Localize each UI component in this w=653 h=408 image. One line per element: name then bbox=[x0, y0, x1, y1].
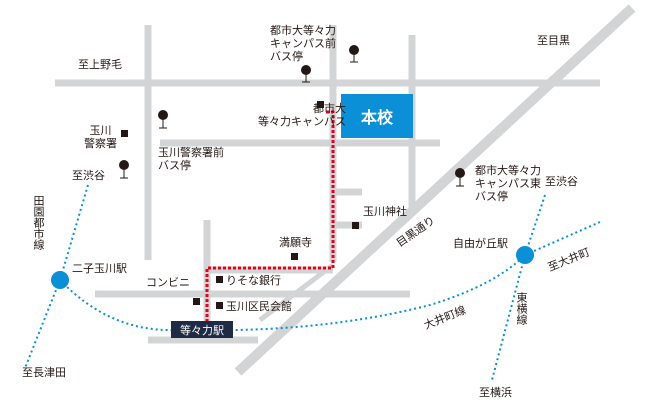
bank-square-icon bbox=[216, 276, 223, 283]
hall-square-icon bbox=[216, 302, 223, 309]
landmark-shrine-label: 玉川神社 bbox=[363, 205, 407, 218]
direction-shibuya-right: 至渋谷 bbox=[545, 175, 578, 188]
landmark-temple-label: 満願寺 bbox=[279, 236, 312, 249]
temple-square-icon bbox=[291, 253, 298, 260]
rail-oimachi bbox=[59, 254, 526, 332]
rail-jiyugaoka-east bbox=[524, 221, 601, 256]
school-marker: 本校 bbox=[341, 94, 413, 138]
line-denentoshi-label: 田園都市線 bbox=[32, 195, 45, 250]
road-meguro-dori bbox=[234, 4, 636, 376]
convenience-square-icon bbox=[193, 298, 200, 305]
bus-stop-campus-front-label: 都市大等々力 キャンパス前 バス停 bbox=[270, 24, 336, 63]
bus-stop-police-label: 玉川警察署前 バス停 bbox=[158, 146, 224, 172]
direction-nagatsuta: 至長津田 bbox=[22, 366, 66, 379]
campus-square-icon bbox=[317, 101, 324, 108]
police-square-icon bbox=[121, 130, 128, 137]
landmark-bank-label: りそな銀行 bbox=[226, 274, 281, 287]
road-oimachi-diagonal bbox=[258, 263, 335, 322]
landmark-police-label: 玉川 警察署 bbox=[84, 124, 117, 150]
station-jiyugaoka-label: 自由が丘駅 bbox=[453, 237, 508, 250]
station-jiyugaoka-marker bbox=[516, 246, 534, 264]
station-todoroki: 等々力駅 bbox=[171, 321, 233, 338]
landmark-campus-label: 都市大 等々力キャンパス bbox=[258, 102, 346, 128]
landmark-convenience-label: コンビニ bbox=[146, 276, 190, 289]
rail-toyoko bbox=[491, 194, 546, 381]
line-toyoko-label: 東横線 bbox=[515, 292, 528, 325]
direction-shibuya-left: 至渋谷 bbox=[72, 169, 105, 182]
walking-route bbox=[205, 110, 335, 322]
bus-stop-campus-east-label: 都市大等々力 キャンパス東 バス停 bbox=[475, 164, 541, 203]
station-futako-marker bbox=[51, 271, 69, 289]
direction-yokohama: 至横浜 bbox=[479, 386, 512, 399]
direction-meguro: 至目黒 bbox=[537, 34, 570, 47]
shrine-square-icon bbox=[352, 222, 359, 229]
station-futako-label: 二子玉川駅 bbox=[72, 262, 127, 275]
direction-ueno: 至上野毛 bbox=[78, 58, 122, 71]
landmark-hall-label: 玉川区民会館 bbox=[226, 300, 292, 313]
